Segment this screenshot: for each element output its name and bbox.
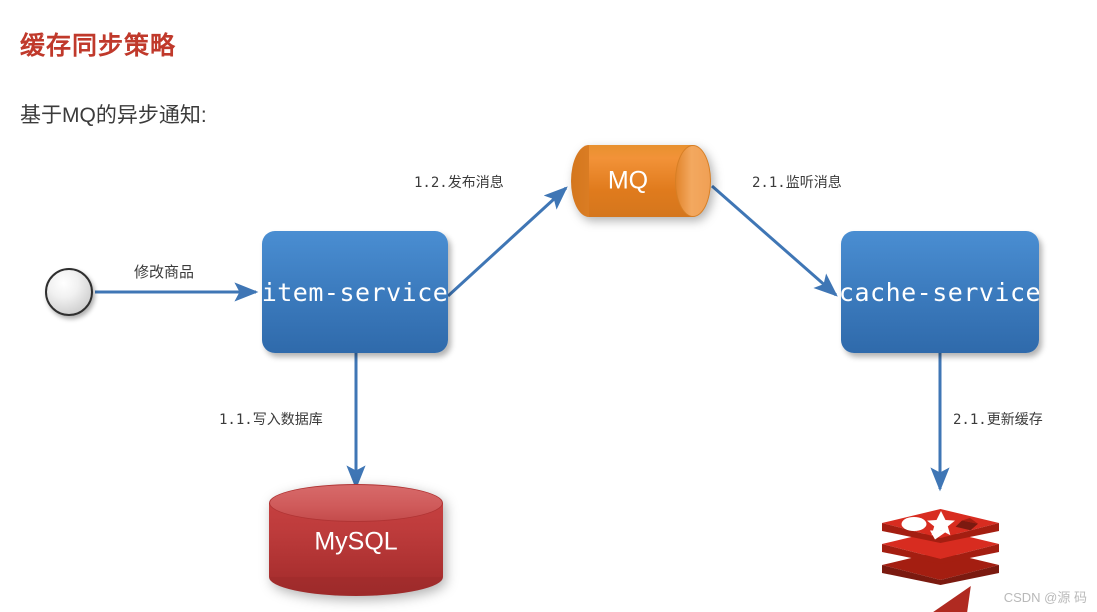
node-redis[interactable] [878, 487, 1003, 585]
redis-icon [882, 509, 999, 585]
node-mysql[interactable]: MySQL [269, 484, 443, 596]
node-item-service[interactable]: item-service [262, 231, 448, 353]
node-mq[interactable]: MQ [571, 145, 711, 217]
node-mq-label: MQ [607, 166, 649, 195]
edge-label-modify-product: 修改商品 [134, 264, 195, 281]
node-item-service-label: item-service [261, 277, 449, 307]
watermark-text: CSDN @源 码 [1003, 590, 1087, 605]
edge-label-update-cache: 2.1.更新缓存 [953, 412, 1043, 428]
edge-item-service-mq [446, 186, 568, 298]
edge-label-listen-message: 2.1.监听消息 [752, 175, 842, 191]
node-mysql-label: MySQL [314, 527, 398, 556]
mq-cap-right [675, 145, 711, 217]
edge-label-write-database: 1.1.写入数据库 [219, 412, 323, 428]
edge-mq-cache-service [711, 184, 838, 297]
node-cache-service[interactable]: cache-service [838, 231, 1042, 353]
edge-label-publish-message: 1.2.发布消息 [414, 175, 504, 191]
start-node-circle[interactable] [45, 268, 93, 316]
page-subtitle: 基于MQ的异步通知: [20, 104, 207, 127]
mysql-cap-top [269, 484, 443, 522]
page-title: 缓存同步策略 [20, 32, 177, 60]
node-cache-service-label: cache-service [838, 277, 1042, 307]
watermark-fold-decoration [933, 586, 971, 612]
